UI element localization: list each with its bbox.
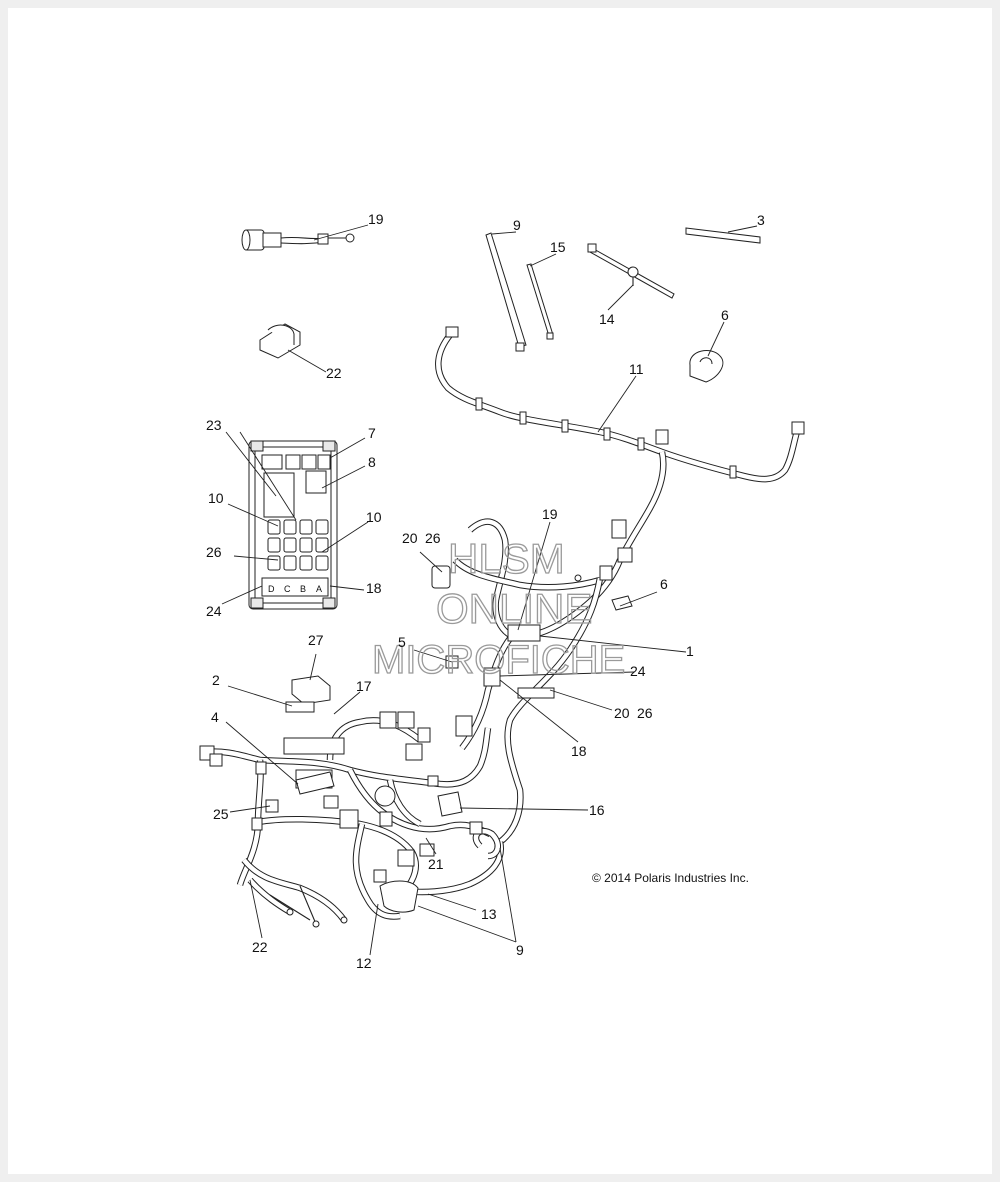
callout-26: 26 <box>206 544 222 560</box>
part-19-connector <box>241 229 355 251</box>
callout-22: 22 <box>252 939 268 955</box>
callout-8: 8 <box>368 454 376 470</box>
callout-10: 10 <box>208 490 224 506</box>
callout-10: 10 <box>366 509 382 525</box>
callout-9: 9 <box>513 217 521 233</box>
callout-11: 11 <box>629 361 644 377</box>
callout-25: 25 <box>213 806 229 822</box>
callout-4: 4 <box>211 709 219 725</box>
callout-9: 9 <box>516 942 524 958</box>
part-14-push-tie <box>587 243 675 299</box>
watermark-line-1: HLSM <box>448 535 565 582</box>
part-15-cable-tie <box>526 263 554 340</box>
callout-6: 6 <box>660 576 668 592</box>
part-1-harness <box>431 518 633 845</box>
part-9-cable-tie <box>485 232 527 352</box>
callout-16: 16 <box>589 802 605 818</box>
part-4-bracket <box>295 771 335 795</box>
callout-14: 14 <box>599 311 615 327</box>
diagram-sheet: D C B A <box>8 8 992 1174</box>
part-2-relay <box>285 701 315 713</box>
callout-18: 18 <box>366 580 382 596</box>
watermark-line-3: MICROFICHE <box>372 638 625 682</box>
part-22-clip <box>259 323 301 359</box>
callout-12: 12 <box>356 955 372 971</box>
callout-7: 7 <box>368 425 376 441</box>
main-harness <box>199 711 504 928</box>
part-6-p-clip <box>689 350 724 383</box>
fuse-letter-d: D <box>268 584 275 594</box>
callout-18: 18 <box>571 743 587 759</box>
callout-24: 24 <box>206 603 222 619</box>
callout-17: 17 <box>356 678 372 694</box>
callout-24: 24 <box>630 663 646 679</box>
callout-20: 20 <box>402 530 418 546</box>
fuse-row <box>267 519 329 571</box>
callout-15: 15 <box>550 239 566 255</box>
callout-2: 2 <box>212 672 220 688</box>
callout-19: 19 <box>368 211 384 227</box>
part-3-strip <box>685 227 761 244</box>
watermark-line-2: ONLINE <box>436 585 592 632</box>
callout-13: 13 <box>481 906 497 922</box>
fuse-box: D C B A <box>248 440 338 610</box>
part-11-harness <box>435 326 805 562</box>
callout-1: 1 <box>686 643 694 659</box>
copyright-notice: © 2014 Polaris Industries Inc. <box>592 871 749 885</box>
callout-26: 26 <box>425 530 441 546</box>
callout-22: 22 <box>326 365 342 381</box>
callout-23: 23 <box>206 417 222 433</box>
callout-6: 6 <box>721 307 729 323</box>
callout-5: 5 <box>398 634 406 650</box>
callout-21: 21 <box>428 856 444 872</box>
callout-labels: 19 22 9 15 14 3 6 11 23 7 8 10 10 26 18 … <box>206 211 765 971</box>
callout-19: 19 <box>542 506 558 522</box>
callout-20: 20 <box>614 705 630 721</box>
leader-lines <box>221 224 758 956</box>
callout-27: 27 <box>308 632 324 648</box>
part-27-cover <box>291 675 331 705</box>
fuse-letter-a: A <box>316 584 322 594</box>
wiring-harness-diagram: D C B A <box>199 211 805 971</box>
watermark: HLSM ONLINE MICROFICHE <box>371 534 626 682</box>
callout-3: 3 <box>757 212 765 228</box>
fuse-letter-c: C <box>284 584 291 594</box>
fuse-letter-b: B <box>300 584 306 594</box>
callout-26: 26 <box>637 705 653 721</box>
